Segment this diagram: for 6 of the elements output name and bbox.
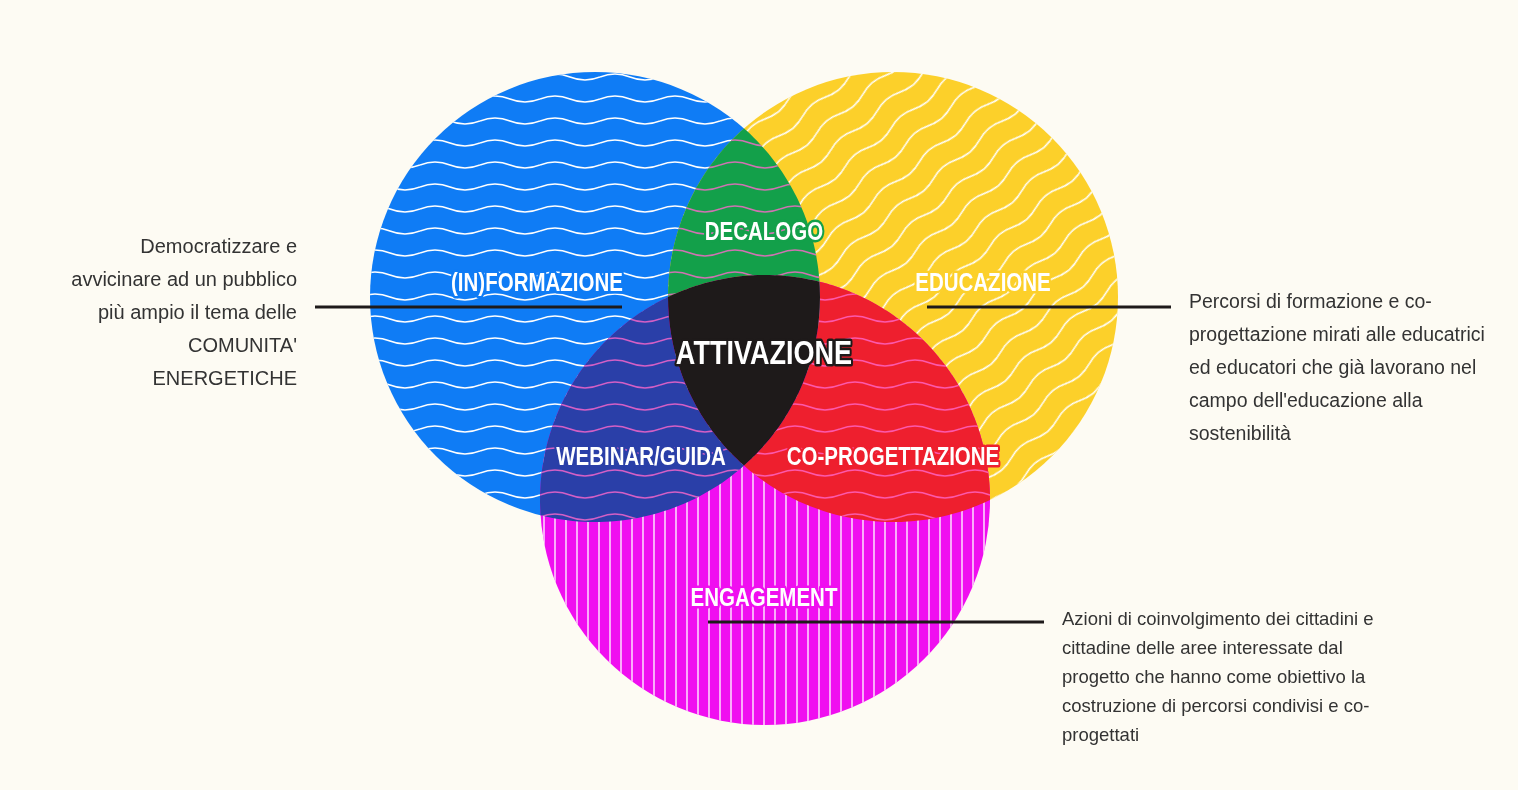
description-text: Azioni di coinvolgimento dei cittadini e cittadine delle aree interessate dal progetto che hanno come obiettivo la costruzione di percorsi condivisi e co-progettati [1062,604,1402,749]
description-text: Percorsi di formazione e co-progettazione mirati alle educatrici ed educatori che già lavorano nel campo dell'educazione alla sostenibilità [1189,285,1489,450]
leader-line [927,305,1171,309]
description-text: Democratizzare e avvicinare ad un pubblico più ampio il tema delle COMUNITA' ENERGETICHE [50,230,297,395]
leader-line [708,620,1044,624]
leader-line [315,305,622,309]
